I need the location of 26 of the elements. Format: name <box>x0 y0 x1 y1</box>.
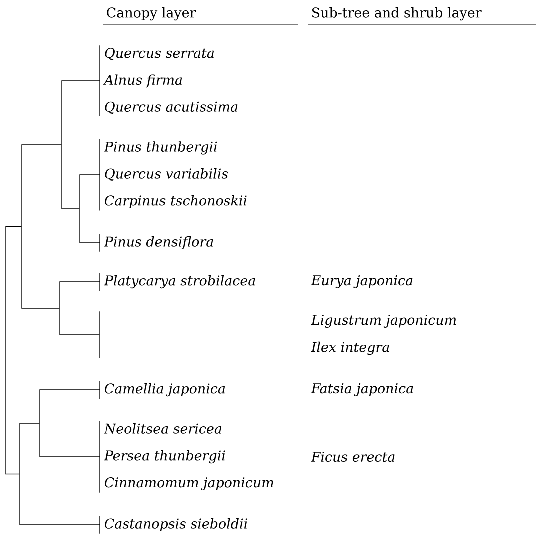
species-group: Pinus densiflora <box>100 234 214 252</box>
branch-line <box>62 208 80 210</box>
species-name: Ligustrum japonicum <box>311 315 456 328</box>
species-name: Fatsia japonica <box>311 384 414 396</box>
branch-line <box>40 456 100 458</box>
species-group: Pinus thunbergii Quercus variabilis Carpinus tschonoskii <box>100 138 247 212</box>
column-heading: Canopy layer <box>102 7 298 26</box>
species-group: Camellia japonica <box>100 380 226 400</box>
branch-line <box>60 334 100 336</box>
species-group: Platycarya strobilacea <box>100 272 256 292</box>
branch-line <box>20 423 40 424</box>
species-name: Ilex integra <box>311 342 390 356</box>
branch-line <box>22 308 60 309</box>
branch-line <box>62 80 100 82</box>
column-heading: Sub-tree and shrub layer <box>308 7 536 26</box>
species-group: Neolitsea sericea Persea thunbergii Cinnamomum japonicum <box>100 420 274 494</box>
branch-line <box>6 226 22 228</box>
branch-line <box>80 242 100 244</box>
species-name: Eurya japonica <box>311 276 413 288</box>
species-group: Castanopsis sieboldii <box>100 516 248 534</box>
branch-line <box>80 174 100 176</box>
branch-line <box>6 474 20 475</box>
branch-line <box>20 524 100 526</box>
species-group: Quercus serrata Alnus firma Quercus acutissima <box>100 45 238 117</box>
branch-line <box>22 144 62 146</box>
species-name: Ficus erecta <box>311 452 395 462</box>
